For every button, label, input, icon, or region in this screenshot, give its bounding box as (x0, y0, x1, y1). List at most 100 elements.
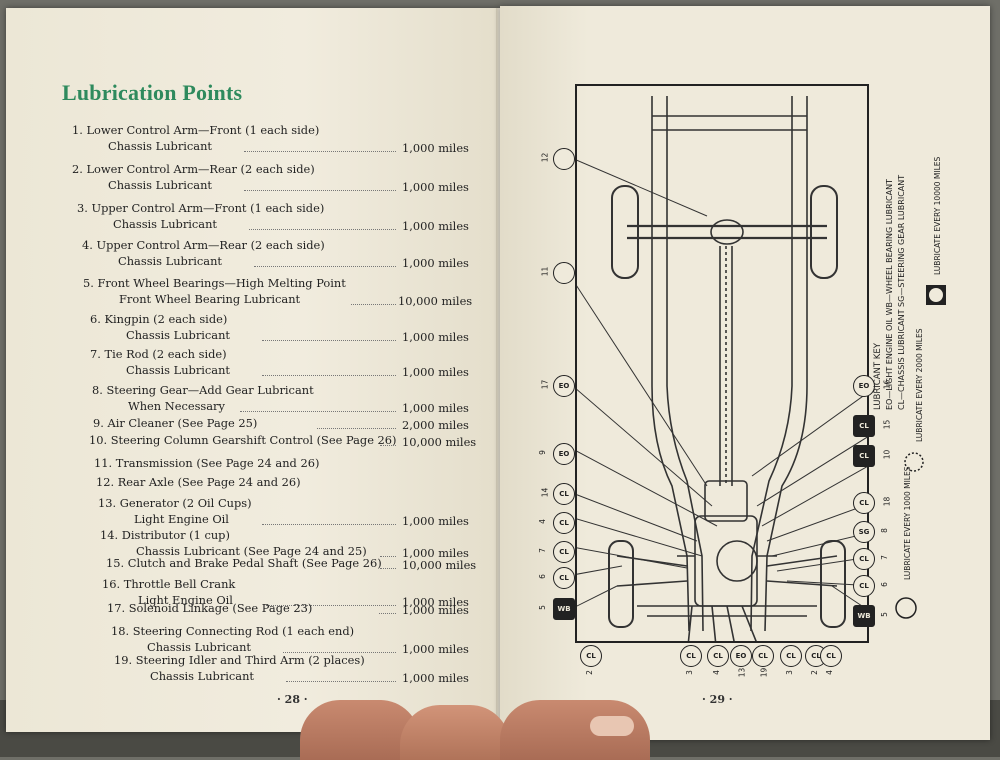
left-number: 17 (540, 379, 550, 390)
leader-dots (244, 190, 396, 191)
list-item-title: 10. Steering Column Gearshift Control (S… (89, 433, 397, 447)
key-line-1: EO—LIGHT ENGINE OIL WB—WHEEL BEARING LUB… (885, 179, 894, 410)
right-callout: CL (853, 415, 875, 437)
list-item-title: 1. Lower Control Arm—Front (1 each side) (72, 123, 320, 137)
fingernail (590, 716, 634, 736)
left-number: 11 (540, 266, 550, 277)
bottom-callout: CL (820, 645, 842, 667)
list-item-title: 2. Lower Control Arm—Rear (2 each side) (72, 162, 315, 176)
legend-1000-marker (895, 597, 917, 619)
list-item-title: 14. Distributor (1 cup) (100, 528, 230, 542)
leader-dots (379, 613, 396, 614)
left-callout: CL (553, 541, 575, 563)
bottom-callout: CL (580, 645, 602, 667)
right-callout: WB (853, 605, 875, 627)
key-heading: LUBRICANT KEY (873, 342, 883, 410)
leader-dots (351, 304, 396, 305)
left-callout: WB (553, 598, 575, 620)
right-callout: EO (853, 375, 875, 397)
left-number: 4 (537, 519, 547, 524)
bottom-callout: CL (680, 645, 702, 667)
right-callout: SG (853, 521, 875, 543)
left-number: 14 (540, 487, 550, 498)
list-item-interval: 1,000 miles (402, 642, 469, 656)
page-title: Lubrication Points (62, 80, 243, 105)
list-item-lubricant: When Necessary (128, 399, 225, 413)
list-item-interval: 1,000 miles (402, 180, 469, 194)
left-callout: EO (553, 443, 575, 465)
leader-dots (286, 681, 396, 682)
list-item-title: 9. Air Cleaner (See Page 25) (93, 416, 258, 430)
bottom-number: 13 (737, 667, 747, 678)
bottom-number: 4 (824, 670, 834, 675)
list-item-interval: 1,000 miles (402, 401, 469, 415)
list-item-title: 13. Generator (2 Oil Cups) (98, 496, 252, 510)
legend-2000-text: LUBRICATE EVERY 2000 MILES (915, 328, 924, 442)
legend-10000-text: LUBRICATE EVERY 10000 MILES (933, 157, 942, 275)
list-item-interval: 2,000 miles (402, 418, 469, 432)
leader-dots (380, 556, 396, 557)
bottom-callout: CL (780, 645, 802, 667)
left-callout: CL (553, 567, 575, 589)
right-callout: CL (853, 575, 875, 597)
list-item-title: 17. Solenoid Linkage (See Page 23) (107, 601, 313, 615)
list-item-title: 8. Steering Gear—Add Gear Lubricant (92, 383, 314, 397)
leader-dots (266, 605, 396, 606)
bottom-callout: EO (730, 645, 752, 667)
list-item-title: 11. Transmission (See Page 24 and 26) (94, 456, 320, 470)
left-page (6, 8, 500, 732)
leader-dots (244, 151, 396, 152)
left-callout: CL (553, 483, 575, 505)
list-item-interval: 1,000 miles (402, 546, 469, 560)
key-line-2: CL—CHASSIS LUBRICANT SG—STEERING GEAR LU… (897, 175, 906, 410)
bottom-number: 19 (759, 667, 769, 678)
leader-dots (262, 340, 396, 341)
list-item-interval: 1,000 miles (402, 141, 469, 155)
legend-2000-marker (904, 452, 924, 472)
list-item-interval: 1,000 miles (402, 256, 469, 270)
left-callout (553, 262, 575, 284)
list-item-title: 16. Throttle Bell Crank (102, 577, 236, 591)
left-number: 9 (537, 450, 547, 455)
page-number-left: · 28 · (277, 693, 308, 706)
bottom-number: 4 (711, 670, 721, 675)
list-item-lubricant: Light Engine Oil (138, 593, 233, 607)
list-item-interval: 1,000 miles (402, 603, 469, 617)
left-number: 7 (537, 548, 547, 553)
left-number: 6 (537, 574, 547, 579)
list-item-interval: 1,000 miles (402, 330, 469, 344)
leader-dots (380, 568, 396, 569)
list-item-lubricant: Chassis Lubricant (147, 640, 252, 654)
list-item-lubricant: Chassis Lubricant (126, 328, 231, 342)
list-item-lubricant: Chassis Lubricant (118, 254, 223, 268)
bottom-number: 2 (584, 670, 594, 675)
bottom-callout: CL (752, 645, 774, 667)
right-callout: CL (853, 492, 875, 514)
list-item-title: 19. Steering Idler and Third Arm (2 plac… (114, 653, 365, 667)
right-callout: CL (853, 548, 875, 570)
leader-dots (262, 524, 396, 525)
left-number: 12 (540, 152, 550, 163)
bottom-number: 3 (784, 670, 794, 675)
left-callout (553, 148, 575, 170)
leader-dots (240, 411, 396, 412)
list-item-interval: 1,000 miles (402, 365, 469, 379)
list-item-lubricant: Chassis Lubricant (150, 669, 255, 683)
list-item-lubricant: Front Wheel Bearing Lubricant (119, 292, 301, 306)
bottom-callout: CL (707, 645, 729, 667)
leader-dots (317, 428, 396, 429)
bottom-number: 3 (684, 670, 694, 675)
leader-dots (380, 445, 396, 446)
list-item-interval: 1,000 miles (402, 219, 469, 233)
list-item-title: 4. Upper Control Arm—Rear (2 each side) (82, 238, 325, 252)
list-item-title: 18. Steering Connecting Rod (1 each end) (111, 624, 355, 638)
leader-dots (254, 266, 396, 267)
list-item-title: 3. Upper Control Arm—Front (1 each side) (77, 201, 325, 215)
leader-dots (262, 375, 396, 376)
right-callout: CL (853, 445, 875, 467)
list-item-interval: 1,000 miles (402, 514, 469, 528)
leader-dots (249, 229, 396, 230)
list-item-interval: 10,000 miles (398, 294, 473, 308)
list-item-interval: 1,000 miles (402, 595, 469, 609)
list-item-lubricant: Chassis Lubricant (126, 363, 231, 377)
